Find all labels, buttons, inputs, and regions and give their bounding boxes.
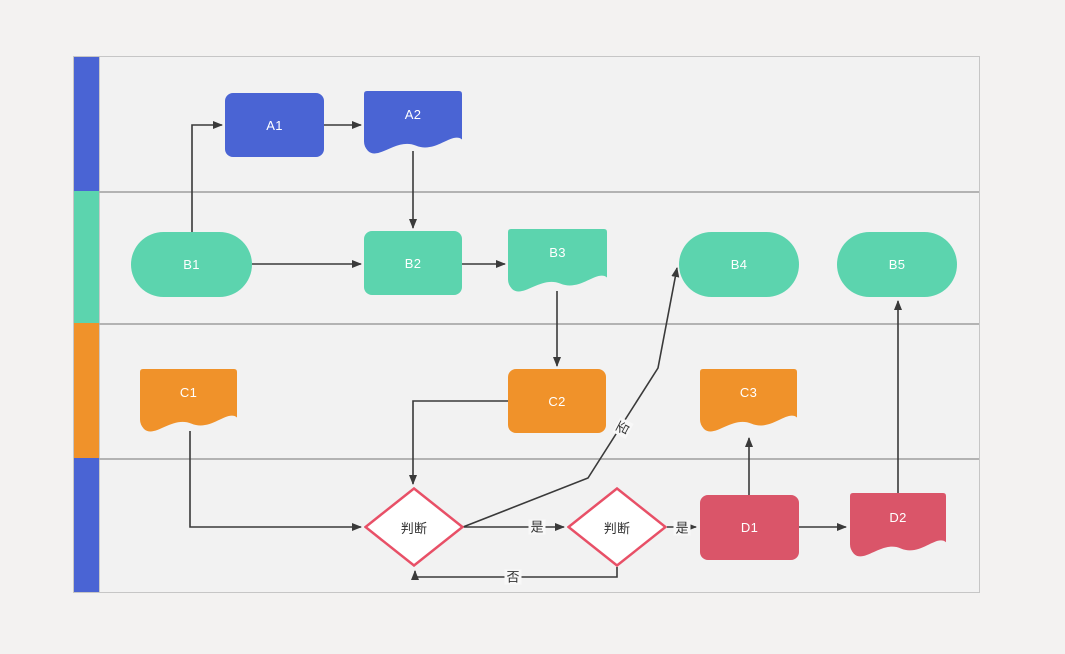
node-B3[interactable]: B3	[508, 229, 607, 295]
lane-divider-3	[99, 458, 979, 460]
node-C1[interactable]: C1	[140, 369, 237, 435]
node-decision-1-label: 判断	[400, 520, 428, 536]
node-B3-label: B3	[549, 245, 566, 261]
lane1-color-bar	[74, 57, 99, 191]
diamond-shape	[567, 487, 667, 567]
node-C2[interactable]: C2	[508, 369, 606, 433]
edge-label-yes-2: 是	[673, 520, 691, 536]
edge-label-yes-1: 是	[528, 519, 546, 535]
node-C2-label: C2	[548, 393, 566, 409]
node-A2[interactable]: A2	[364, 91, 462, 157]
lane2-color-bar	[74, 191, 99, 323]
node-decision-2-label: 判断	[603, 520, 631, 536]
document-shape	[700, 369, 797, 432]
node-B4[interactable]: B4	[679, 232, 799, 297]
node-B5-label: B5	[888, 257, 906, 272]
node-B2-label: B2	[404, 255, 422, 271]
document-shape	[508, 229, 607, 292]
node-decision-2[interactable]: 判断	[567, 487, 667, 567]
node-D1-label: D1	[740, 520, 759, 535]
document-shape	[140, 369, 237, 432]
node-C1-label: C1	[179, 385, 198, 401]
node-decision-1[interactable]: 判断	[364, 487, 464, 567]
document-shape	[850, 493, 946, 557]
node-B4-label: B4	[730, 257, 748, 272]
edge-label-no-2: 否	[504, 569, 522, 585]
swimlane-frame	[73, 56, 980, 593]
node-B2[interactable]: B2	[364, 231, 462, 295]
lane-divider-2	[99, 323, 979, 325]
node-A2-label: A2	[404, 107, 422, 123]
lane3-color-bar	[74, 323, 99, 458]
node-A1[interactable]: A1	[225, 93, 324, 157]
node-A1-label: A1	[266, 117, 283, 133]
lane4-color-bar	[74, 458, 99, 592]
node-D2[interactable]: D2	[850, 493, 946, 560]
edge-B1-A1[interactable]	[191, 121, 223, 232]
edge-C2-decision1[interactable]	[409, 400, 508, 485]
document-shape	[364, 91, 462, 154]
node-C3-label: C3	[739, 385, 758, 401]
node-B1-label: B1	[183, 257, 200, 272]
edge-C1-decision1[interactable]	[189, 431, 362, 531]
node-D2-label: D2	[889, 509, 907, 525]
node-B5[interactable]: B5	[837, 232, 957, 297]
node-C3[interactable]: C3	[700, 369, 797, 435]
diamond-shape	[364, 487, 464, 567]
lane-divider-1	[99, 191, 979, 193]
node-B1[interactable]: B1	[131, 232, 252, 297]
node-D1[interactable]: D1	[700, 495, 799, 560]
